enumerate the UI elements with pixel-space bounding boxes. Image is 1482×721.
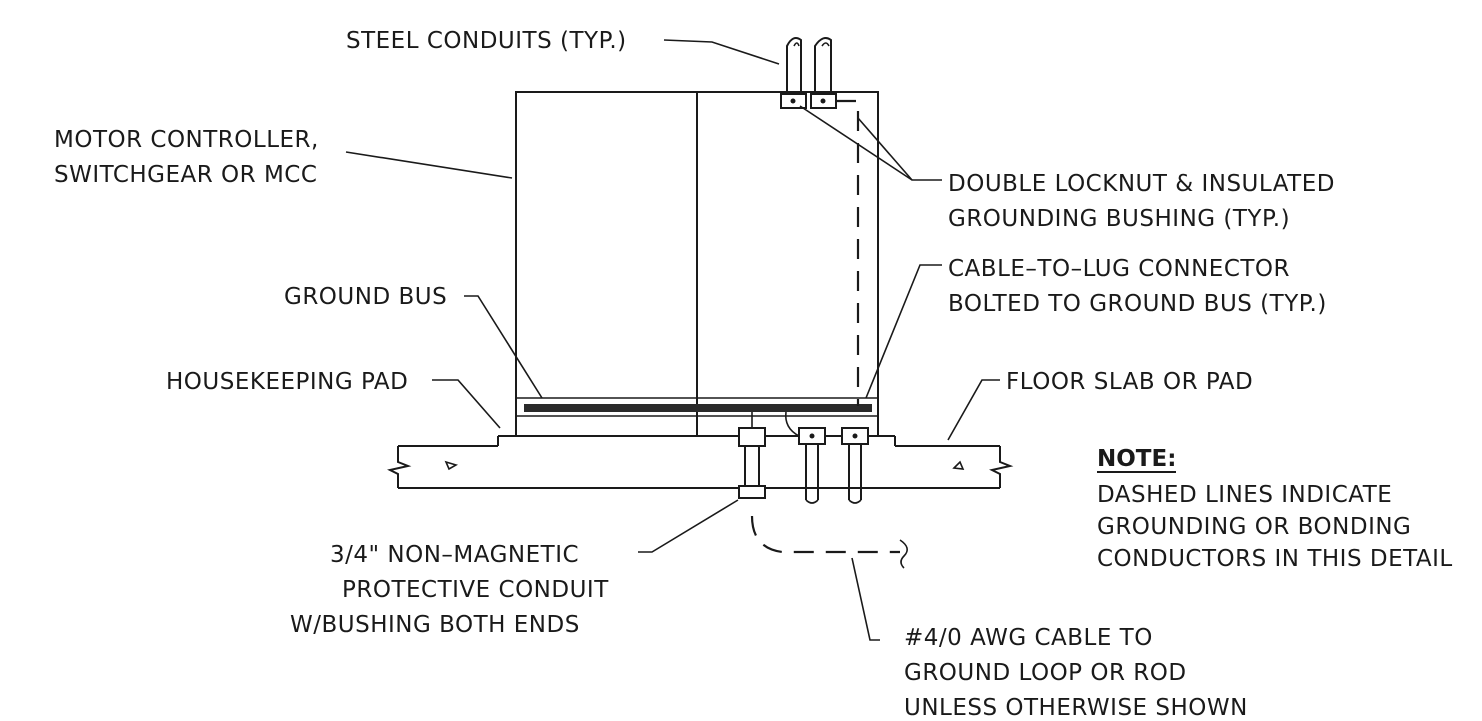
floor-slab xyxy=(387,436,1014,489)
cable-break-mark xyxy=(899,539,908,569)
label-motor-controller: MOTOR CONTROLLER, xyxy=(54,127,319,153)
label-conduit-size: 3/4" NON–MAGNETIC xyxy=(330,542,579,568)
label-double-locknut: DOUBLE LOCKNUT & INSULATED xyxy=(948,171,1335,197)
label-bolted-to-bus: BOLTED TO GROUND BUS (TYP.) xyxy=(948,291,1327,317)
label-housekeeping-pad: HOUSEKEEPING PAD xyxy=(166,369,408,395)
note-line-2: GROUNDING OR BONDING xyxy=(1097,514,1411,540)
label-bushing-both-ends: W/BUSHING BOTH ENDS xyxy=(290,612,580,638)
label-steel-conduits: STEEL CONDUITS (TYP.) xyxy=(346,28,627,54)
label-ground-bus: GROUND BUS xyxy=(284,284,447,310)
ground-cable xyxy=(750,515,900,554)
note-line-3: CONDUCTORS IN THIS DETAIL xyxy=(1097,546,1453,572)
label-ground-loop: GROUND LOOP OR ROD xyxy=(904,660,1187,686)
note-line-1: DASHED LINES INDICATE xyxy=(1097,482,1392,508)
label-awg-cable: #4/0 AWG CABLE TO xyxy=(904,625,1153,651)
equipment-enclosure xyxy=(515,91,879,437)
label-floor-slab: FLOOR SLAB OR PAD xyxy=(1006,369,1253,395)
ground-bus xyxy=(524,404,872,412)
label-switchgear: SWITCHGEAR OR MCC xyxy=(54,162,317,188)
steel-conduits xyxy=(780,37,860,406)
leaders xyxy=(345,39,1000,641)
bottom-conduits xyxy=(738,411,869,504)
note-block: NOTE: DASHED LINES INDICATE GROUNDING OR… xyxy=(1097,446,1453,572)
note-title: NOTE: xyxy=(1097,446,1176,472)
label-grounding-bushing: GROUNDING BUSHING (TYP.) xyxy=(948,206,1290,232)
label-cable-to-lug: CABLE–TO–LUG CONNECTOR xyxy=(948,256,1290,282)
label-unless-shown: UNLESS OTHERWISE SHOWN xyxy=(904,695,1248,721)
label-protective-conduit: PROTECTIVE CONDUIT xyxy=(342,577,609,603)
